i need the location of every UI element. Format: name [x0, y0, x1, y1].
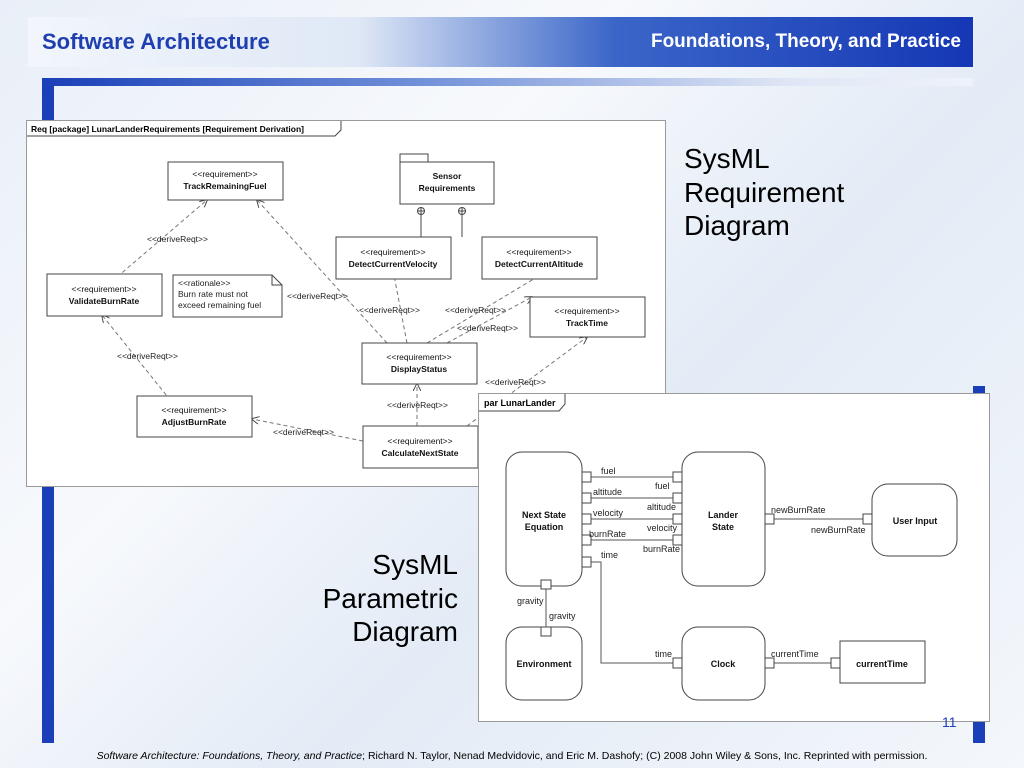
ports: [540, 471, 873, 669]
block-current-time: currentTime: [856, 659, 908, 669]
port-label-gravity-in: gravity: [549, 611, 576, 621]
binding-connectors: [545, 476, 872, 664]
rationale-note: [172, 274, 283, 318]
block-lander-state-line1: Lander: [708, 510, 739, 520]
svg-text:exceed remaining fuel: exceed remaining fuel: [178, 300, 261, 310]
stereo-adjust-burn-rate: <<requirement>>: [161, 405, 226, 415]
port-label-newburnrate-left: newBurnRate: [771, 505, 826, 515]
slide-series-subtitle: Foundations, Theory, and Practice: [650, 31, 961, 52]
requirement-diagram-caption: SysML Requirement Diagram: [684, 143, 845, 242]
port-label-altitude-in: altitude: [647, 502, 676, 512]
containment-links: [417, 207, 466, 237]
stereo-calculate-next-state: <<requirement>>: [387, 436, 452, 446]
stereo-validate-burn-rate: <<requirement>>: [71, 284, 136, 294]
parametric-diagram-caption: SysML Parametric Diagram: [322, 549, 458, 648]
parametric-diagram: par LunarLander: [479, 394, 958, 701]
derive-label-4: <<deriveReqt>>: [445, 305, 506, 315]
par-frame-label: par LunarLander: [484, 398, 556, 408]
rationale-text: <<rationale>> Burn rate must not exceed …: [178, 278, 261, 310]
requirement-boxes: [46, 153, 646, 469]
parametric-diagram-panel: par LunarLander: [478, 393, 990, 722]
req-adjust-burn-rate: AdjustBurnRate: [162, 417, 227, 427]
stereo-track-remaining-fuel: <<requirement>>: [192, 169, 257, 179]
block-next-state-line1: Next State: [522, 510, 566, 520]
port-label-gravity-out: gravity: [517, 596, 544, 606]
req-validate-burn-rate: ValidateBurnRate: [69, 296, 140, 306]
port-label-newburnrate-right: newBurnRate: [811, 525, 866, 535]
block-clock: Clock: [711, 659, 737, 669]
block-next-state-line2: Equation: [525, 522, 564, 532]
req-display-status: DisplayStatus: [391, 364, 447, 374]
req-detect-altitude: DetectCurrentAltitude: [495, 259, 584, 269]
block-lander-state-line2: State: [712, 522, 734, 532]
derive-label-6: <<deriveReqt>>: [117, 351, 178, 361]
port-label-altitude-out: altitude: [593, 487, 622, 497]
stereo-detect-altitude: <<requirement>>: [506, 247, 571, 257]
derive-label-1: <<deriveReqt>>: [147, 234, 208, 244]
req-detect-velocity: DetectCurrentVelocity: [349, 259, 438, 269]
port-label-fuel-in: fuel: [655, 481, 670, 491]
block-environment: Environment: [516, 659, 571, 669]
page-number: 11: [942, 714, 957, 730]
footer-book-title: Software Architecture: Foundations, Theo…: [96, 750, 363, 762]
port-label-burnrate-out: burnRate: [589, 529, 626, 539]
port-label-currenttime: currentTime: [771, 649, 819, 659]
req-frame-label: Req [package] LunarLanderRequirements [R…: [31, 124, 304, 134]
derive-label-5: <<deriveReqt>>: [457, 323, 518, 333]
port-label-time-in: time: [655, 649, 672, 659]
footer-citation: ; Richard N. Taylor, Nenad Medvidovic, a…: [362, 750, 928, 762]
constraint-blocks: [505, 451, 958, 701]
derive-label-9: <<deriveReqt>>: [485, 377, 546, 387]
stereo-track-time: <<requirement>>: [554, 306, 619, 316]
port-label-velocity-out: velocity: [593, 508, 624, 518]
derive-label-3: <<deriveReqt>>: [359, 305, 420, 315]
svg-text:Burn rate must not: Burn rate must not: [178, 289, 249, 299]
derive-label-8: <<deriveReqt>>: [273, 427, 334, 437]
port-label-velocity-in: velocity: [647, 523, 678, 533]
block-user-input: User Input: [893, 516, 938, 526]
citation-footer: Software Architecture: Foundations, Theo…: [0, 750, 1024, 762]
svg-text:<<rationale>>: <<rationale>>: [178, 278, 230, 288]
derive-label-7: <<deriveReqt>>: [387, 400, 448, 410]
req-sensor-line1: Sensor: [433, 171, 463, 181]
decorative-bar-top: [42, 78, 973, 86]
req-sensor-line2: Requirements: [419, 183, 476, 193]
port-label-time-out: time: [601, 550, 618, 560]
req-calculate-next-state: CalculateNextState: [381, 448, 458, 458]
slide-series-title: Software Architecture: [42, 29, 270, 54]
derive-label-2: <<deriveReqt>>: [287, 291, 348, 301]
stereo-detect-velocity: <<requirement>>: [360, 247, 425, 257]
title-banner: Software Architecture Foundations, Theor…: [28, 17, 973, 67]
requirement-diagram: Req [package] LunarLanderRequirements [R…: [27, 121, 646, 469]
req-track-time: TrackTime: [566, 318, 608, 328]
port-label-burnrate-in: burnRate: [643, 544, 680, 554]
stereo-display-status: <<requirement>>: [386, 352, 451, 362]
port-label-fuel-out: fuel: [601, 466, 616, 476]
req-track-remaining-fuel: TrackRemainingFuel: [183, 181, 266, 191]
